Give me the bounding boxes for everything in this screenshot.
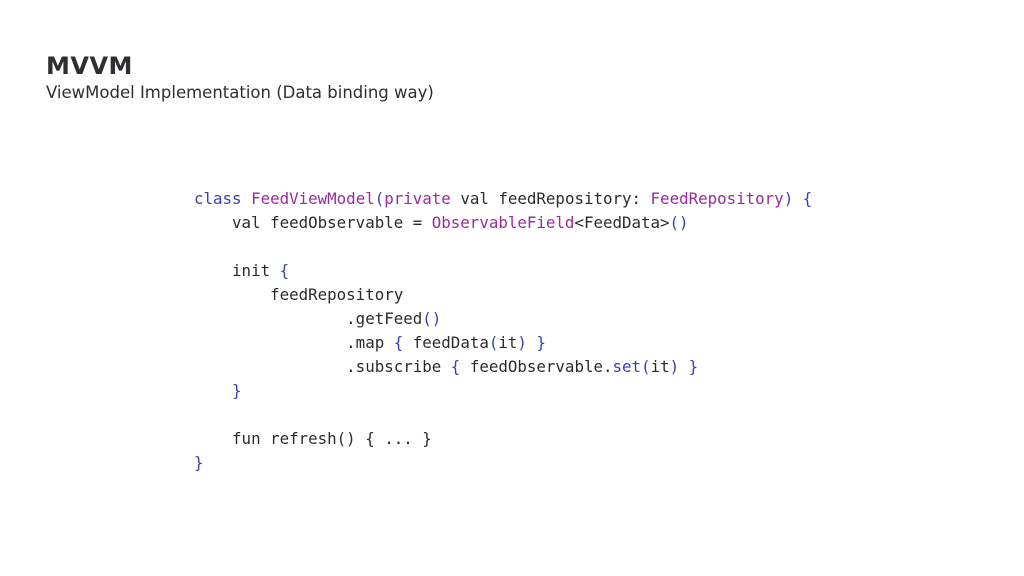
code-token: class	[194, 189, 252, 208]
code-line: }	[194, 451, 812, 475]
code-token: private	[384, 189, 451, 208]
code-token: {	[450, 357, 470, 376]
code-token: fun refresh() { ... }	[194, 429, 432, 448]
code-token: set	[612, 357, 642, 376]
code-token: FeedViewModel	[251, 189, 375, 208]
code-line: class FeedViewModel(private val feedRepo…	[194, 187, 812, 211]
code-line: val feedObservable = ObservableField<Fee…	[194, 211, 812, 235]
code-block: class FeedViewModel(private val feedRepo…	[194, 187, 812, 475]
code-token: ) }	[669, 357, 699, 376]
code-token: .map	[194, 333, 394, 352]
code-token: (	[488, 333, 499, 352]
code-token: (	[374, 189, 385, 208]
code-token: ) }	[517, 333, 546, 352]
code-line: feedRepository	[194, 283, 812, 307]
code-token: (	[641, 357, 651, 376]
code-token: ()	[669, 213, 689, 232]
code-token: {	[393, 333, 413, 352]
code-token: .getFeed	[194, 309, 423, 328]
code-token: }	[194, 381, 242, 400]
code-line: .subscribe { feedObservable.set(it) }	[194, 355, 812, 379]
code-token: val feedObservable =	[194, 213, 432, 232]
code-token: ) {	[783, 189, 813, 208]
code-token: }	[194, 453, 204, 472]
code-line	[194, 235, 812, 259]
code-token: ()	[422, 309, 442, 328]
code-token: feedObservable.	[469, 357, 613, 376]
code-line: init {	[194, 259, 812, 283]
code-token: <FeedData>	[574, 213, 670, 232]
code-line	[194, 403, 812, 427]
code-token: .subscribe	[194, 357, 451, 376]
code-token: it	[498, 333, 518, 352]
code-token: feedData	[412, 333, 489, 352]
code-line: }	[194, 379, 812, 403]
code-line: .map { feedData(it) }	[194, 331, 812, 355]
code-token: val feedRepository:	[450, 189, 651, 208]
code-token: feedRepository	[194, 285, 404, 304]
code-line: .getFeed()	[194, 307, 812, 331]
code-token: it	[650, 357, 670, 376]
code-token: {	[279, 261, 290, 280]
slide-title: MVVM	[46, 52, 133, 80]
code-token: init	[194, 261, 280, 280]
code-token: ObservableField	[431, 213, 575, 232]
code-line: fun refresh() { ... }	[194, 427, 812, 451]
code-token: FeedRepository	[650, 189, 784, 208]
slide-subtitle: ViewModel Implementation (Data binding w…	[46, 83, 434, 102]
